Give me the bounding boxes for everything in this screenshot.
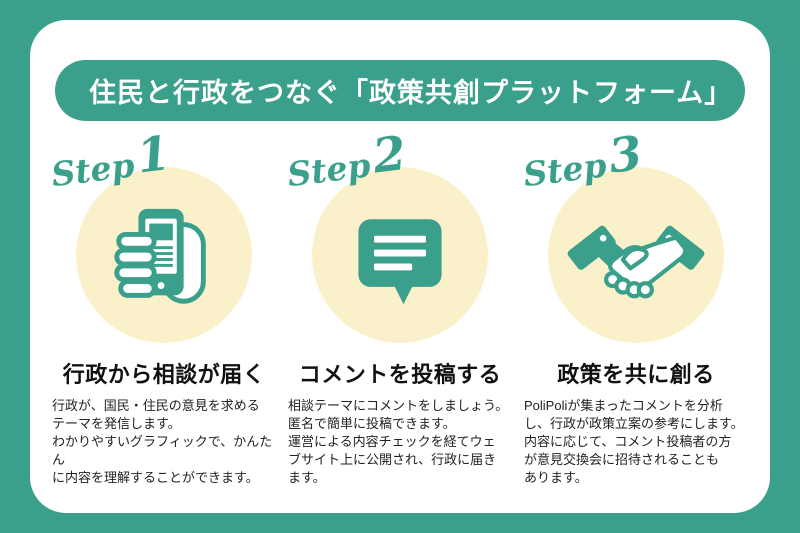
step-title: コメントを投稿する [298,362,502,387]
header-title: 住民と行政をつなぐ「政策共創プラットフォーム」 [89,78,733,108]
step-body: PoliPoliが集まったコメントを分析 し、行政が政策立案の参考にします。 内… [524,398,744,485]
steps-row: Step 1 [30,126,770,487]
smartphone-in-hand-icon [114,208,206,304]
step-column-1: Step 1 [46,126,282,487]
header-banner: 住民と行政をつなぐ「政策共創プラットフォーム」 [55,60,745,121]
step-circle [548,167,724,343]
handshake-icon [567,225,705,299]
content-card: 住民と行政をつなぐ「政策共創プラットフォーム」 Step 1 [30,20,770,513]
step-number: 2 [369,126,410,185]
step-column-3: Step 3 [518,126,754,487]
step-body: 行政が、国民・住民の意見を求める テーマを発信します。 わかりやすいグラフィック… [52,398,273,485]
step-circle [76,167,252,343]
step-title: 政策を共に創る [557,362,715,387]
comment-bubble-icon [358,219,442,305]
step-word: Step [49,145,137,195]
step-title: 行政から相談が届く [62,362,266,387]
step-circle [312,167,488,343]
step-word: Step [285,145,373,195]
step-number: 1 [133,126,174,185]
step-word: Step [521,145,609,195]
step-column-2: Step 2 コメントを投稿する 相談テーマにコメントをしましょう。 匿名で簡単… [282,126,518,487]
step-body: 相談テーマにコメントをしましょう。 匿名で簡単に投稿できます。 運営による内容チ… [288,398,509,485]
step-number: 3 [605,126,646,185]
